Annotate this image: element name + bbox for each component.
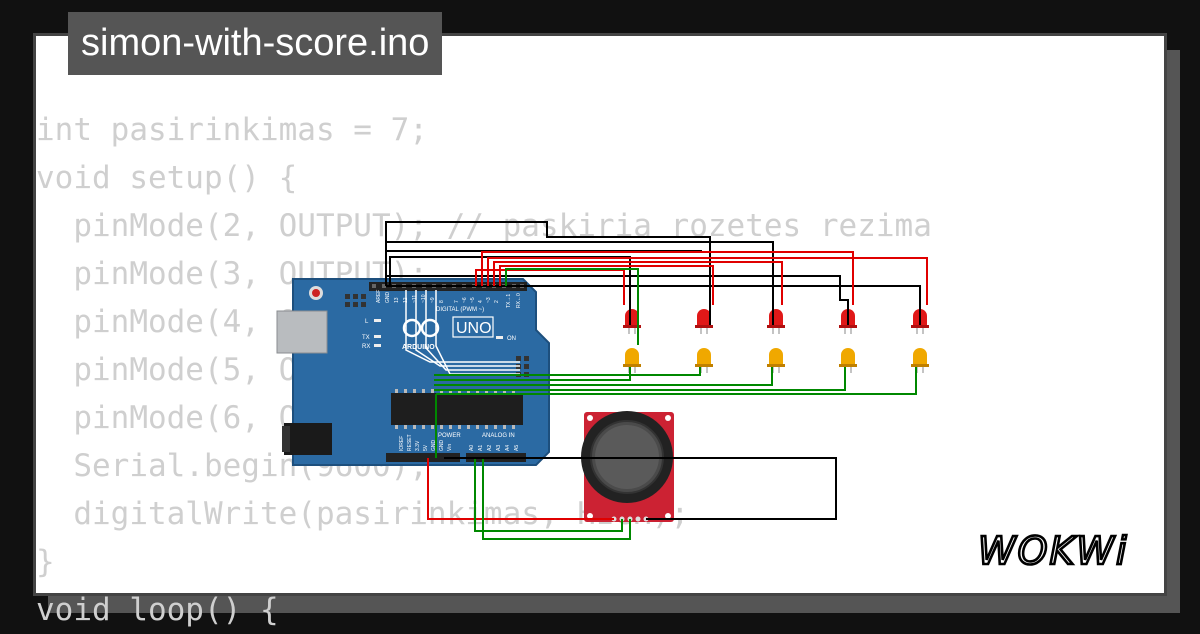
pin-label: 8 [439, 300, 445, 303]
code-line: digitalWrite(pasirinkimas, HIGH); [36, 496, 690, 532]
power-header [386, 453, 460, 462]
wire-red [427, 458, 614, 520]
pin-label: GND [385, 292, 391, 304]
power-label: POWER [438, 433, 461, 439]
joystick-module[interactable] [581, 411, 674, 522]
code-line: int pasirinkimas = 7; [36, 112, 428, 148]
pin-label: IOREF [399, 436, 405, 451]
wokwi-logo[interactable]: WOKWi [976, 524, 1151, 574]
wire-red [487, 257, 928, 305]
led-yellow-3[interactable] [767, 348, 785, 373]
arduino-uno-board[interactable]: AREF GND 13 12 ~11 ~10 ~9 8 7 ~6 ~5 4 ~3… [276, 278, 550, 466]
wire-white [425, 290, 520, 371]
pin-label: A2 [487, 445, 493, 451]
led-red-3[interactable] [767, 309, 785, 334]
wire-green [434, 367, 631, 381]
wire-red [499, 265, 714, 305]
pin-label: 7 [454, 300, 460, 303]
pin-label: A5 [514, 445, 520, 451]
wire-red [481, 251, 854, 305]
pin-label: RX←0 [516, 293, 522, 308]
led-yellow-5[interactable] [911, 348, 929, 373]
pin-label: A0 [469, 445, 475, 451]
led-red-2[interactable] [695, 309, 713, 334]
wokwi-wordmark: WOKWi [978, 529, 1129, 573]
pin-label: A1 [478, 445, 484, 451]
project-title[interactable]: simon-with-score.ino [68, 12, 443, 75]
wire-green [434, 367, 773, 386]
power-jack [284, 423, 332, 455]
rx-label: RX [362, 344, 370, 350]
pin-label: ~9 [430, 297, 436, 303]
wire-black [386, 285, 921, 325]
pin-label: GND [431, 440, 437, 452]
wire-green [436, 367, 917, 395]
code-line: void loop() { [36, 592, 279, 628]
pin-label: 13 [394, 297, 400, 303]
arduino-wordmark: ARDUINO [402, 344, 435, 351]
wire-white [415, 290, 520, 367]
pin-label: RESET [407, 434, 413, 451]
pin-label: ~10 [421, 294, 427, 303]
tx-label: TX [362, 335, 370, 341]
pin-label: A3 [496, 445, 502, 451]
wire-black [444, 457, 837, 520]
pin-label: A4 [505, 445, 511, 451]
led-yellow-2[interactable] [695, 348, 713, 373]
atmega-chip [391, 393, 523, 425]
code-line: } [36, 544, 55, 580]
led-yellow-1[interactable] [623, 348, 641, 373]
code-line: pinMode(2, OUTPUT); // paskiria rozetes … [36, 208, 932, 244]
pin-label: TX→1 [506, 294, 512, 308]
led-yellow-4[interactable] [839, 348, 857, 373]
wire-green [474, 458, 623, 532]
wire-red [493, 261, 783, 305]
pin-label: ~6 [462, 297, 468, 303]
wire-green [434, 367, 701, 376]
pin-label: GND [439, 440, 445, 452]
pin-label: ~3 [486, 297, 492, 303]
on-label: ON [507, 336, 516, 342]
wires [385, 221, 928, 540]
led-red-1[interactable] [623, 309, 641, 334]
pin-label: 4 [478, 300, 484, 303]
analog-in-label: ANALOG IN [482, 433, 515, 439]
code-line: void setup() { [36, 160, 298, 196]
digital-label: DIGITAL (PWM ~) [436, 307, 484, 313]
wire-white [405, 290, 520, 363]
led-l-label: L [365, 319, 369, 325]
uno-label: UNO [456, 320, 492, 337]
pin-label: ~5 [470, 297, 476, 303]
pin-label: 3.3V [415, 440, 421, 451]
arduino-logo [402, 318, 440, 338]
wire-green [482, 458, 631, 540]
pin-label: ~11 [412, 295, 418, 303]
wire-black [385, 275, 849, 325]
wire-green [434, 367, 846, 391]
pin-label: 5V [423, 444, 429, 451]
usb-connector [276, 310, 328, 354]
pin-label: AREF [376, 290, 382, 303]
pin-label: Vin [447, 444, 453, 451]
wire-green [505, 268, 639, 345]
pin-label: 2 [494, 300, 500, 303]
